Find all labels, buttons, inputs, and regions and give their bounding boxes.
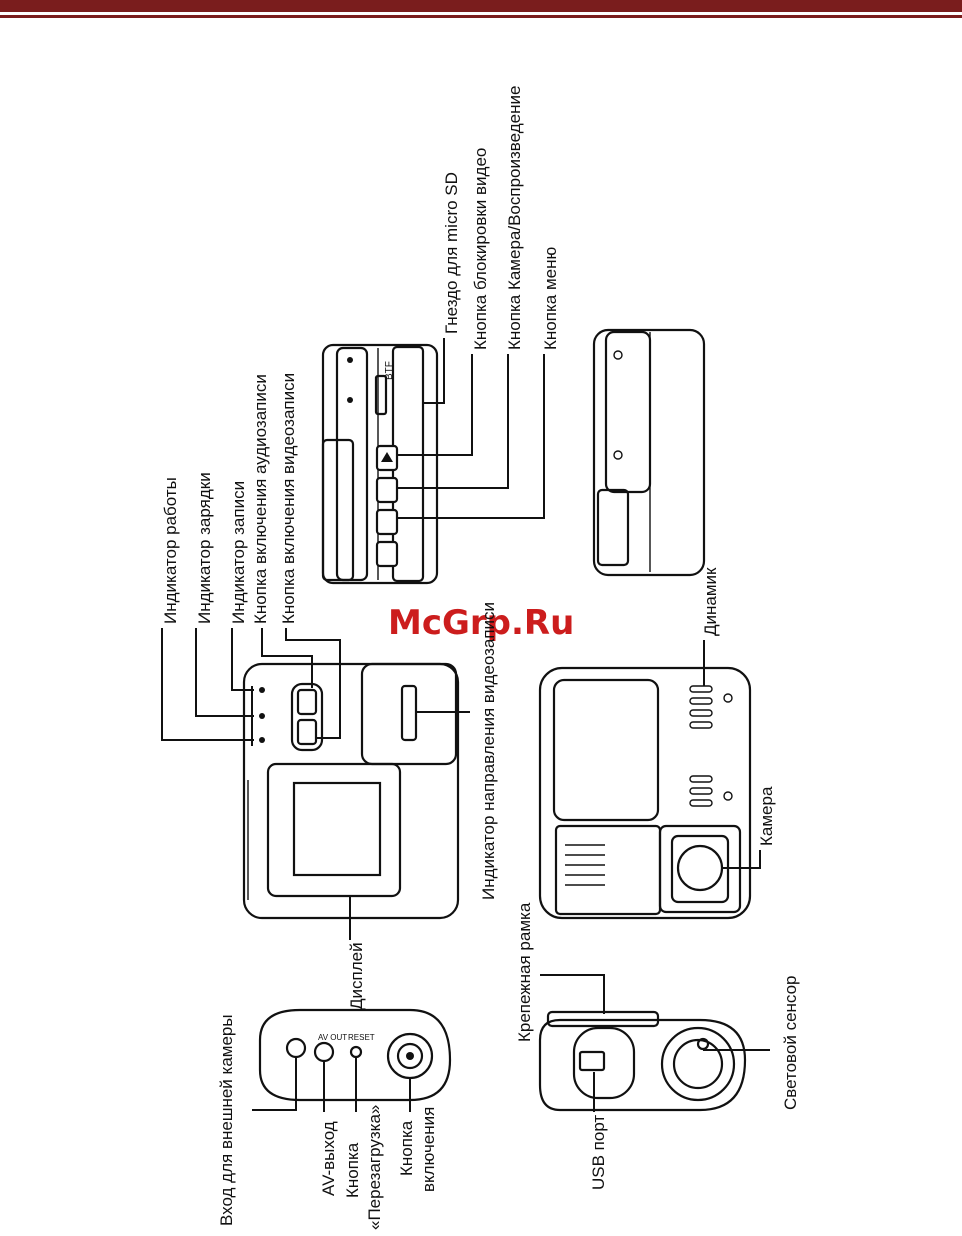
header-bar-thick (0, 0, 962, 12)
device-back-view (538, 666, 752, 920)
svg-text:AV OUT: AV OUT (318, 1033, 347, 1042)
label-lock-button: Кнопка блокировки видео (471, 148, 490, 350)
device-bottom-view (538, 1010, 747, 1112)
label-menu-button: Кнопка меню (541, 247, 560, 350)
label-reset-line2: «Перезагрузка» (365, 1105, 384, 1230)
label-direction-indicator: Индикатор направления видеозаписи (479, 602, 498, 900)
leader-lines (161, 338, 770, 1112)
label-mount-frame: Крепежная рамка (515, 902, 534, 1042)
label-charge-indicator: Индикатор зарядки (195, 472, 214, 624)
label-video-button: Кнопка включения видеозаписи (279, 373, 298, 624)
label-camera-play-button: Кнопка Камера/Воспроизведение (505, 86, 524, 350)
label-reset-line1: Кнопка (343, 1142, 362, 1198)
label-record-indicator: Индикатор записи (229, 481, 248, 624)
device-top-view: BTF (321, 343, 439, 585)
av-jack (313, 1041, 335, 1063)
sd-mark: BTF (384, 361, 395, 380)
label-av-out: AV-выход (319, 1121, 338, 1196)
label-power-line2: включения (419, 1107, 438, 1192)
label-camera: Камера (757, 786, 776, 846)
svg-text:RESET: RESET (348, 1033, 375, 1042)
menu-button-shape (375, 508, 399, 536)
device-front-view (242, 662, 460, 920)
label-power-line1: Кнопка (397, 1120, 416, 1176)
header-bar-thin (0, 15, 962, 18)
label-ext-camera-input: Вход для внешней камеры (217, 1014, 236, 1226)
watermark: McGrp.Ru (388, 603, 574, 643)
display-screen (292, 781, 382, 877)
usb-port (578, 1050, 606, 1072)
label-speaker: Динамик (701, 567, 720, 636)
label-light-sensor: Световой сенсор (781, 975, 800, 1110)
camera-play-button-shape (375, 476, 399, 504)
ext-camera-jack (285, 1037, 307, 1059)
reset-hole (349, 1045, 363, 1059)
blank-button-shape (375, 540, 399, 568)
label-usb-port: USB порт (589, 1115, 608, 1190)
device-right-view (592, 328, 706, 577)
label-display: Дисплей (347, 942, 366, 1010)
header-bar (0, 0, 962, 22)
label-work-indicator: Индикатор работы (161, 477, 180, 624)
labels: Индикатор работы Индикатор зарядки Индик… (161, 86, 800, 1230)
label-audio-button: Кнопка включения аудиозаписи (251, 374, 270, 624)
label-microsd-slot: Гнездо для micro SD (442, 172, 461, 334)
